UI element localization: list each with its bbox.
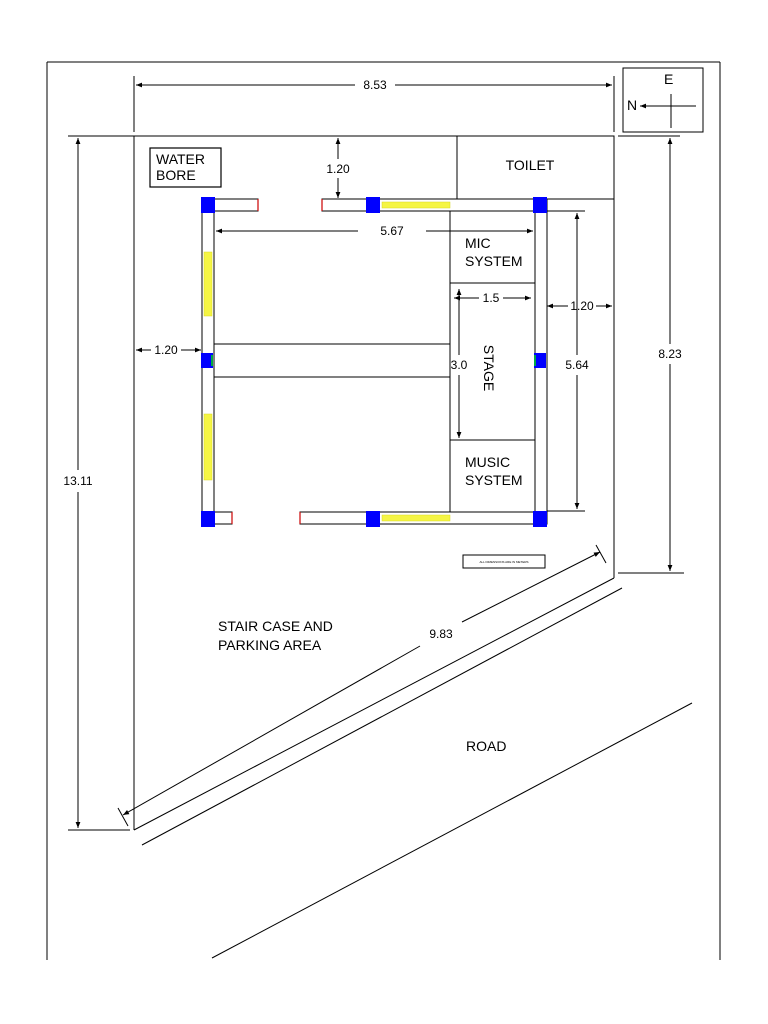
- column-top-left: [201, 197, 215, 213]
- water-bore-label-line2: BORE: [156, 167, 196, 183]
- diagonal-value: 9.83: [429, 627, 453, 641]
- dimension-diagonal: 9.83: [117, 544, 607, 827]
- stage-length-value: 3.0: [451, 358, 468, 372]
- dimension-right-setback: 1.20: [547, 299, 612, 313]
- sheet-border: [46, 61, 721, 960]
- left-setback-value: 1.20: [154, 343, 178, 357]
- column-bottom-right: [533, 511, 547, 527]
- parking-label-line2: PARKING AREA: [218, 637, 322, 653]
- column-middle-right: [534, 353, 546, 368]
- window-top: [381, 201, 451, 209]
- inner-height-value: 5.64: [565, 358, 589, 372]
- road-edge-lines: [141, 587, 693, 959]
- compass-north-label: N: [627, 97, 637, 113]
- dimension-stage-width: 1.5: [454, 291, 531, 305]
- stage-width-value: 1.5: [483, 291, 500, 305]
- stage-label: STAGE: [481, 345, 497, 391]
- column-bottom-middle: [366, 511, 380, 527]
- parking-label-line1: STAIR CASE AND: [218, 618, 333, 634]
- road-label: ROAD: [466, 738, 506, 754]
- inner-width-value: 5.67: [380, 224, 404, 238]
- column-top-middle: [366, 197, 380, 213]
- toilet-label: TOILET: [506, 157, 555, 173]
- dimension-inner-height: 5.64: [565, 213, 589, 509]
- window-left-lower: [203, 413, 213, 481]
- door-jambs: [231, 199, 323, 524]
- left-height-value: 13.11: [63, 474, 92, 488]
- dimension-right-height: 8.23: [618, 135, 684, 574]
- column-middle-left: [201, 353, 213, 368]
- water-bore-box: WATER BORE: [149, 147, 222, 188]
- units-note-text: ALL DIMENSIONS ARE IN METERS: [479, 560, 528, 564]
- top-setback-value: 1.20: [326, 162, 350, 176]
- units-note: ALL DIMENSIONS ARE IN METERS: [462, 554, 546, 569]
- column-edges: [211, 355, 536, 366]
- top-width-value: 8.53: [363, 78, 387, 92]
- dimension-top-setback: 1.20: [326, 138, 350, 198]
- dimension-inner-width: 5.67: [216, 224, 533, 238]
- dimension-stage-length: 3.0: [451, 289, 468, 438]
- column-top-right: [533, 197, 547, 213]
- right-height-value: 8.23: [658, 347, 682, 361]
- dimension-left-height: 13.11: [63, 135, 134, 831]
- mic-system-label-line1: MIC: [465, 235, 491, 251]
- toilet-room: TOILET: [456, 135, 615, 200]
- music-system-label-line2: SYSTEM: [465, 472, 523, 488]
- mic-system-label-line2: SYSTEM: [465, 253, 523, 269]
- window-left-upper: [203, 251, 213, 317]
- music-system-label-line1: MUSIC: [465, 454, 510, 470]
- column-bottom-left: [201, 511, 215, 527]
- compass-east-label: E: [664, 71, 673, 87]
- north-arrow-compass: E N: [622, 67, 704, 133]
- columns: [201, 197, 547, 527]
- window-bottom: [381, 514, 451, 522]
- windows: [203, 201, 451, 522]
- dimension-top-width: 8.53: [133, 76, 615, 132]
- dimension-left-setback: 1.20: [136, 343, 201, 357]
- water-bore-label-line1: WATER: [156, 151, 205, 167]
- plot-boundary: [133, 135, 615, 831]
- right-setback-value: 1.20: [570, 299, 594, 313]
